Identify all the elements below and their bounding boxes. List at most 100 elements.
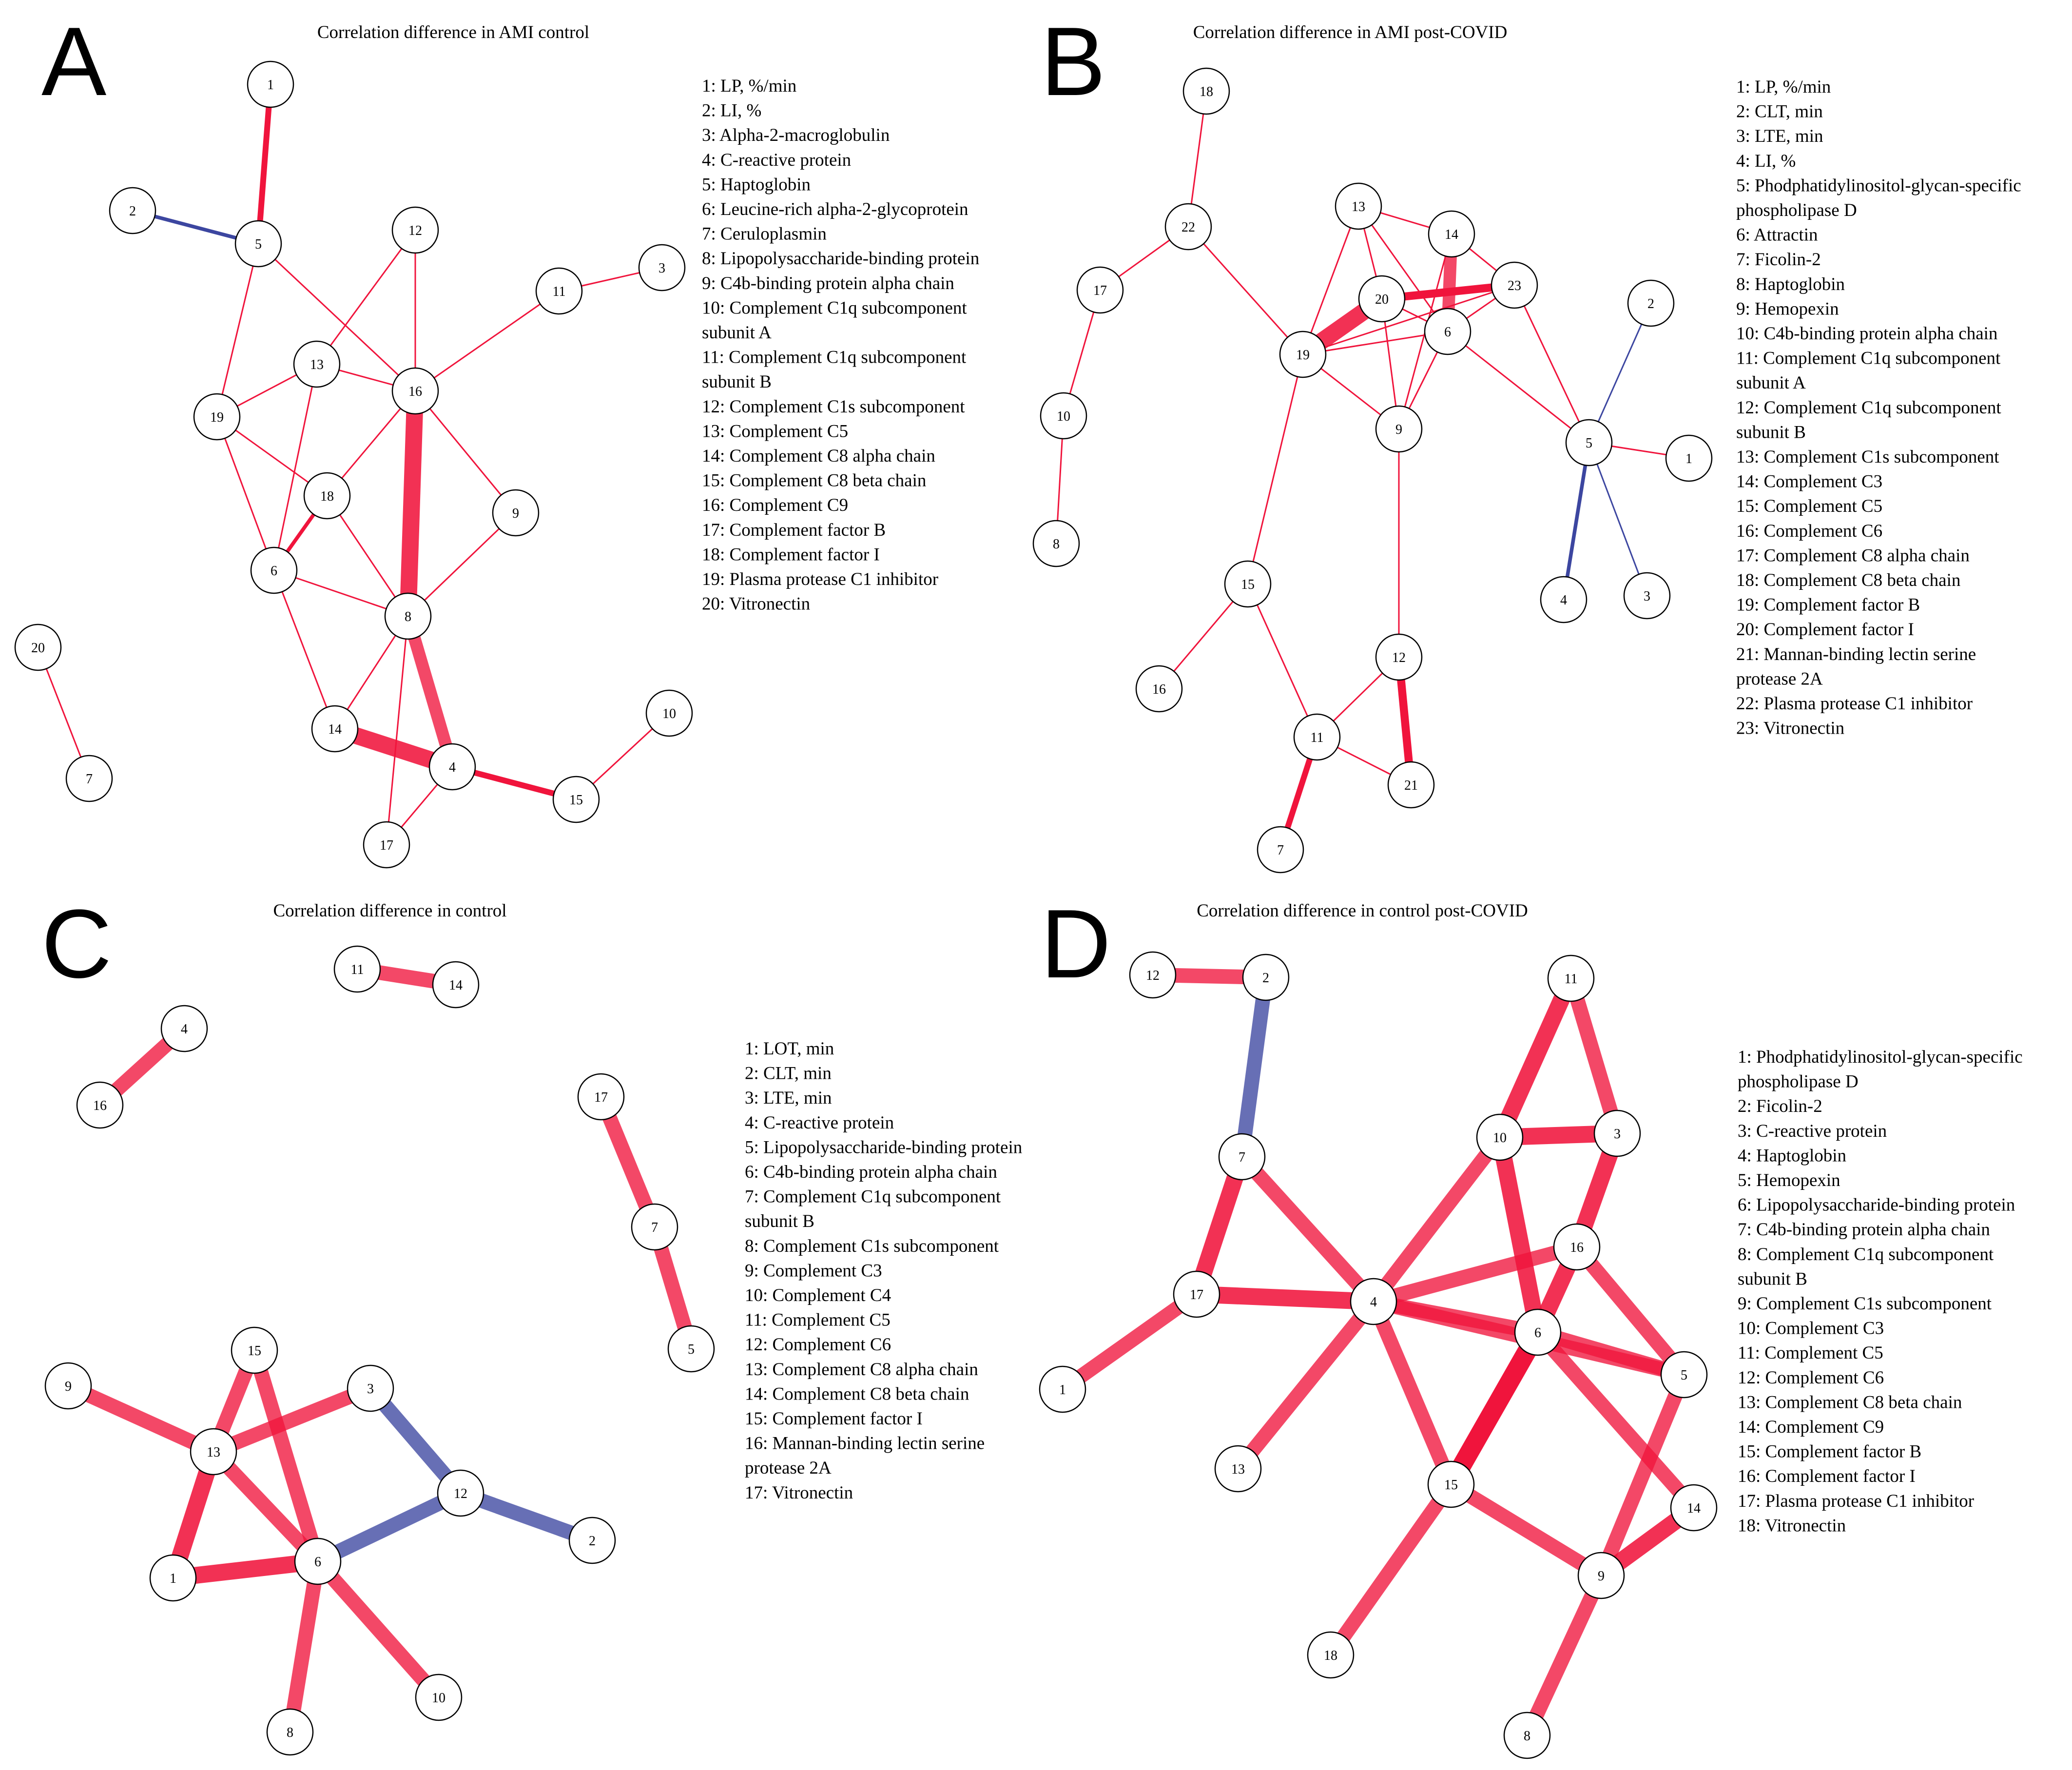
panel-c-edge-13-3 [211,1381,373,1459]
panel-d-legend: 1: Phodphatidylinositol-glycan-specificp… [1738,1047,2023,1536]
panel-d-edge-6-15 [1443,1327,1546,1489]
panel-b-legend-line: 1: LP, %/min [1736,77,1831,97]
panel-c-legend-line: 9: Complement C3 [745,1261,882,1281]
node-label: 8 [1053,537,1060,552]
node-circle [492,489,540,537]
panel-c-node-7: 7 [631,1203,678,1251]
panel-b-legend-line: 22: Plasma protease C1 inhibitor [1736,694,1973,714]
panel-d: D Correlation difference in control post… [1039,890,2023,1759]
panel-b-node-17: 17 [1076,266,1124,314]
panel-d-letter: D [1041,890,1111,998]
panel-b-edge-22-19 [1187,226,1304,355]
node-circle [384,592,432,640]
node-circle [1279,331,1327,378]
panel-c-legend-line: protease 2A [745,1458,832,1478]
node-circle [428,743,476,791]
node-circle [577,1073,625,1121]
panel-b-edge-15-11 [1247,584,1318,738]
node-label: 9 [65,1379,72,1394]
panel-b-node-14: 14 [1428,210,1475,258]
node-label: 14 [1687,1501,1701,1516]
panel-c-legend-line: subunit B [745,1211,814,1231]
node-circle [1257,826,1304,874]
node-circle [1307,1631,1355,1679]
panel-b-node-9: 9 [1375,405,1423,453]
panel-d-edge-10-4 [1368,1132,1506,1306]
panel-d-legend-line: 1: Phodphatidylinositol-glycan-specific [1738,1047,2023,1067]
node-circle [1032,520,1080,567]
panel-c-legend-line: 13: Complement C8 alpha chain [745,1360,978,1380]
panel-c-legend-line: 14: Complement C8 beta chain [745,1384,969,1404]
panel-a-node-3: 3 [638,244,686,292]
panel-d-edge-6-14 [1532,1327,1700,1513]
panel-a-edge-16-9 [414,390,517,513]
panel-b-edge-2-5 [1588,303,1652,443]
panel-a-node-11: 11 [535,267,583,315]
panel-c-node-5: 5 [667,1325,715,1373]
panel-d-edge-10-6 [1491,1135,1546,1334]
panel-a-node-13: 13 [293,340,341,388]
node-label: 1 [170,1571,176,1586]
panel-c-node-12: 12 [437,1469,484,1517]
panel-b-node-10: 10 [1040,392,1087,440]
node-label: 4 [1370,1295,1377,1310]
panel-b-node-20: 20 [1358,275,1406,323]
node-label: 12 [454,1486,467,1501]
panel-d-node-8: 8 [1503,1712,1551,1759]
panel-a-node-20: 20 [14,623,62,671]
panel-b-title: Correlation difference in AMI post-COVID [1193,22,1508,42]
panel-a-edge-13-6 [273,364,318,571]
panel-c-legend-line: 4: C-reactive protein [745,1113,894,1133]
node-label: 1 [1059,1382,1066,1398]
node-circle [1040,392,1087,440]
panel-b-legend-line: 16: Complement C6 [1736,521,1882,541]
node-circle [415,1673,463,1721]
panel-b-node-12: 12 [1375,633,1423,681]
panel-b-node-5: 5 [1565,419,1613,467]
panel-d-legend-line: 12: Complement C6 [1738,1368,1884,1388]
panel-a-edge-5-19 [216,243,259,417]
panel-b-legend-line: subunit A [1736,373,1806,393]
panel-b-edge-23-19 [1302,284,1515,355]
panel-d-edge-5-9 [1594,1372,1691,1578]
panel-d-legend-line: 18: Vitronectin [1738,1516,1846,1536]
panel-a-legend-line: 8: Lipopolysaccharide-binding protein [702,249,979,269]
panel-c-node-14: 14 [432,961,480,1009]
panel-b-legend-line: 10: C4b-binding protein alpha chain [1736,324,1997,344]
node-label: 11 [1565,972,1578,987]
node-circle [1427,1460,1475,1508]
node-label: 15 [1241,577,1255,592]
panel-a-legend-line: 4: C-reactive protein [702,150,851,170]
panel-c-node-3: 3 [347,1364,394,1412]
node-circle [552,776,600,823]
panel-a-legend-line: 17: Complement factor B [702,520,886,540]
panel-b-node-16: 16 [1135,665,1183,713]
panel-d-node-11: 11 [1547,954,1595,1002]
node-circle [14,623,62,671]
panel-b-edge-19-15 [1247,354,1304,584]
node-circle [437,1469,484,1517]
node-circle [1540,576,1588,623]
panel-a-legend-line: 12: Complement C1s subcomponent [702,397,965,417]
panel-d-legend-line: 16: Complement factor I [1738,1466,1916,1486]
panel-b-legend-line: 20: Complement factor I [1736,620,1914,640]
node-circle [231,1326,278,1374]
node-circle [1623,572,1671,620]
panel-c-legend-line: 10: Complement C4 [745,1285,891,1305]
node-circle [1627,279,1675,327]
node-label: 14 [1445,227,1458,242]
panel-d-node-17: 17 [1173,1270,1220,1318]
panel-a-legend-line: 10: Complement C1q subcomponent [702,298,967,318]
node-label: 4 [449,760,456,775]
node-label: 15 [1444,1478,1458,1493]
node-label: 2 [1262,971,1269,986]
node-circle [1577,1552,1625,1599]
panel-b-node-15: 15 [1224,560,1272,608]
node-circle [1476,1113,1524,1161]
node-label: 18 [320,489,334,504]
node-circle [568,1517,616,1564]
